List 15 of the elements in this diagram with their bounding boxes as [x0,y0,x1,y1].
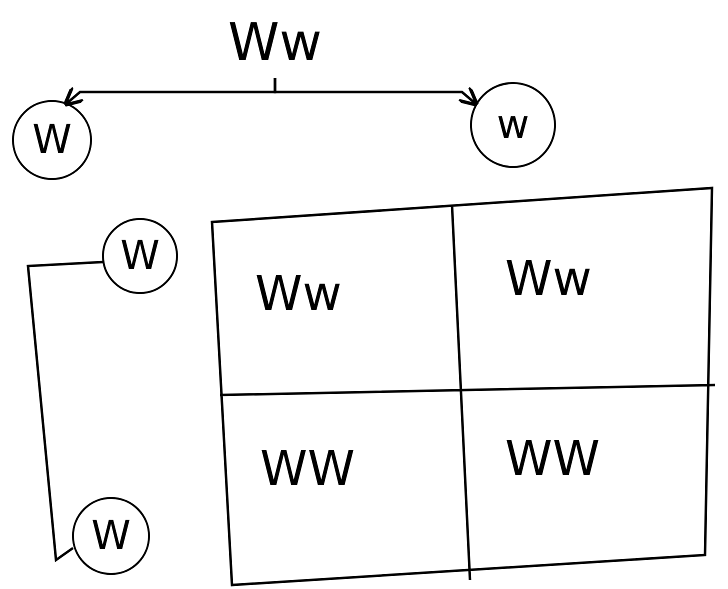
genotype-cell-text: WW [505,435,600,483]
allele-text: W [32,120,72,160]
genotype-cell-text: Ww [255,270,342,318]
allele-text: w [496,105,530,145]
genotype-cell-text: Ww [505,255,592,303]
genotype-text: Ww [210,8,340,78]
gamete-circle [72,497,150,575]
allele-text: W [91,516,131,556]
gamete-circle [12,100,92,180]
bracket-line [26,260,104,562]
gamete-circle [102,218,178,294]
arrow [274,78,480,107]
allele-text: W [120,236,160,276]
gamete-circle [470,82,556,168]
genotype-cell-text: WW [260,445,355,493]
